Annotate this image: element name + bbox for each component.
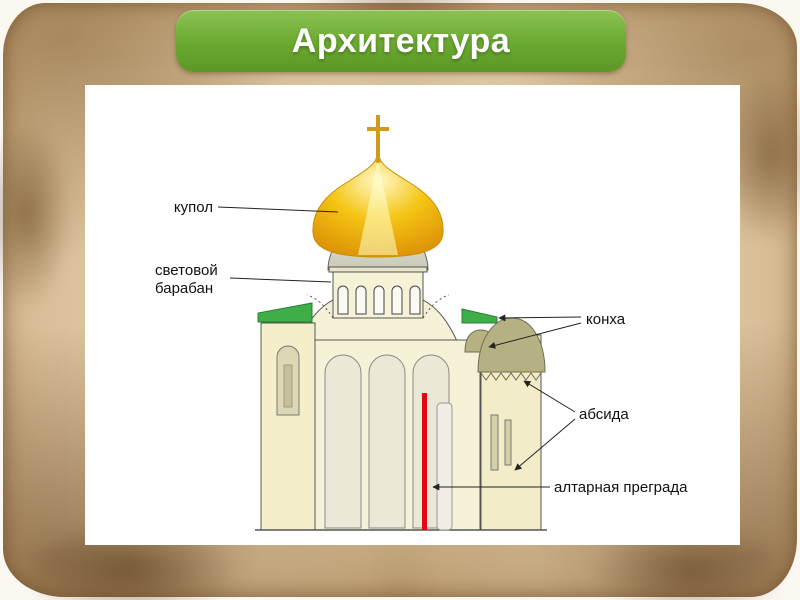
drum-cornice: [328, 266, 428, 273]
title-banner: Архитектура: [176, 10, 626, 72]
cross-finial: [367, 115, 389, 163]
label-absida: абсида: [579, 406, 629, 423]
conch-scalloped-edge: [480, 372, 542, 381]
cross-vertical: [376, 115, 380, 159]
label-drum-line1: световой: [155, 262, 218, 279]
leader-line-absida-upper: [523, 380, 576, 413]
main-facade: [314, 339, 481, 531]
apse-slit-window: [490, 414, 499, 471]
leader-line-konkha-lower: [488, 322, 582, 349]
diagram-panel: купол световой барабан конха абсида алта…: [85, 85, 740, 545]
apse-green-roof: [461, 308, 498, 324]
label-altar: алтарная преграда: [554, 479, 688, 496]
apse: [461, 308, 546, 531]
left-aisle-green-roof: [257, 302, 313, 323]
parchment-blotch: [0, 120, 72, 310]
page-title: Архитектура: [291, 21, 511, 60]
label-konkha: конха: [586, 311, 626, 328]
facade-niche: [324, 354, 362, 529]
conch-large: [477, 317, 546, 373]
apse-slit-window: [504, 419, 512, 466]
light-drum-and-domes: [312, 115, 444, 319]
drum-window: [337, 285, 349, 315]
cross-base-knob: [375, 157, 381, 163]
label-kupol: купол: [174, 199, 213, 216]
altar-barrier-line: [422, 393, 427, 530]
left-aisle-window-slit: [283, 364, 293, 408]
leader-line-absida-lower: [514, 418, 576, 471]
drum-window: [355, 285, 367, 315]
leader-line-kupol: [217, 206, 339, 213]
label-drum-line2: барабан: [155, 280, 213, 297]
drum-window: [391, 285, 403, 315]
interior-pillar: [436, 402, 453, 531]
leader-line-drum: [229, 277, 332, 283]
dome-light-flare: [358, 160, 398, 255]
leader-line-konkha-upper: [498, 314, 582, 322]
left-aisle: [257, 302, 316, 531]
cross-horizontal: [367, 127, 389, 131]
facade-niche: [368, 354, 406, 529]
church-diagram: купол световой барабан конха абсида алта…: [155, 115, 688, 531]
drum-window: [373, 285, 385, 315]
drum-window: [409, 285, 421, 315]
